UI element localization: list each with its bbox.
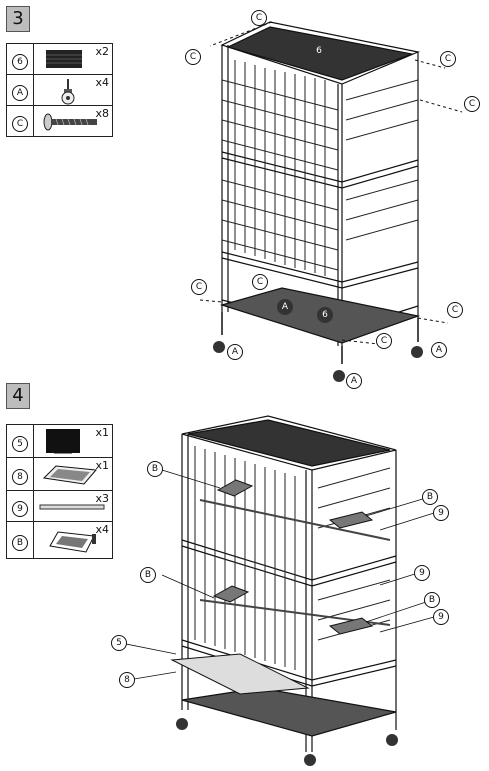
seed-tray-icon: x1: [33, 457, 113, 491]
callout-a: A: [277, 299, 293, 315]
part-qty: x4: [95, 76, 109, 89]
callout-nine: 9: [433, 505, 449, 521]
callout-a: A: [346, 373, 362, 389]
part-id: 8: [12, 468, 28, 485]
step-3-number: 3: [6, 6, 30, 32]
parts-row: 8 x1: [6, 457, 113, 491]
parts-row: 6 x2: [6, 43, 113, 75]
callout-nine: 9: [414, 565, 430, 581]
callout-c: C: [447, 302, 463, 318]
callout-c: C: [376, 333, 392, 349]
parts-row: C x8: [6, 105, 113, 137]
part-id: 6: [12, 53, 28, 70]
perch-rod-icon: x3: [33, 490, 113, 522]
parts-row: B x4: [6, 521, 113, 559]
parts-row: A x4: [6, 74, 113, 106]
callout-b: B: [140, 567, 156, 583]
part-qty: x3: [95, 492, 109, 505]
part-id: 5: [12, 435, 28, 452]
callout-b: B: [147, 461, 163, 477]
feeder-cup-icon: x4: [33, 521, 113, 559]
callout-nine: 9: [433, 609, 449, 625]
part-qty: x8: [95, 107, 109, 120]
grate-tray-icon: x2: [33, 43, 113, 75]
part-qty: x4: [95, 523, 109, 536]
callout-b: B: [422, 489, 438, 505]
bolt-screw-icon: x8: [33, 105, 113, 137]
callout-c: C: [185, 49, 201, 65]
callout-c: C: [440, 51, 456, 67]
parts-row: 9 x3: [6, 490, 113, 522]
part-id: A: [12, 84, 28, 101]
part-id: 9: [12, 500, 28, 517]
part-qty: x1: [95, 459, 109, 472]
caster-wheel-icon: x4: [33, 74, 113, 106]
part-qty: x2: [95, 45, 109, 58]
callout-six: 6: [311, 43, 327, 59]
step-4-number: 4: [6, 383, 30, 409]
callout-six: 6: [317, 307, 333, 323]
callout-c: C: [191, 279, 207, 295]
callout-c: C: [252, 274, 268, 290]
part-id: C: [12, 115, 28, 132]
callout-eight: 8: [119, 672, 135, 688]
callout-c: C: [251, 10, 267, 26]
step-4-parts-list: 5 x1 8 x1 9 x3 B x4: [6, 424, 113, 559]
step-3-parts-list: 6 x2 A x4 C x8: [6, 43, 113, 137]
callout-five: 5: [111, 635, 127, 651]
part-id: B: [12, 534, 28, 551]
callout-c: C: [464, 96, 480, 112]
callout-a: A: [227, 344, 243, 360]
callout-a: A: [431, 342, 447, 358]
part-qty: x1: [95, 426, 109, 439]
callout-b: B: [424, 592, 440, 608]
